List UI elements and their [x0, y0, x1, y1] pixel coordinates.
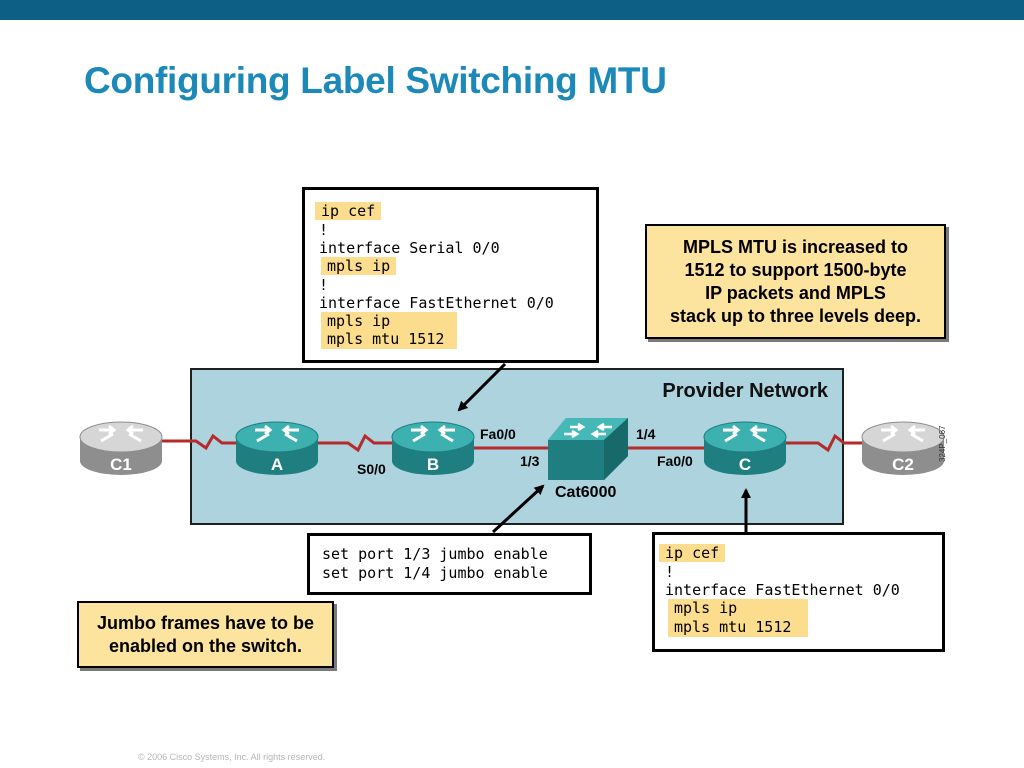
router-c-label: C [738, 455, 752, 474]
note-mpls-mtu: MPLS MTU is increased to 1512 to support… [645, 224, 946, 339]
config-b-line-6: interface FastEthernet 0/0 [319, 294, 554, 312]
config-b-line-4: mpls ip [321, 257, 397, 275]
link-a-b [318, 433, 394, 453]
port-label-switch-14: 1/4 [636, 426, 656, 442]
config-box-router-b: ip cef ! interface Serial 0/0 mpls ip ! … [302, 187, 599, 363]
config-c-line-3: interface FastEthernet 0/0 [665, 581, 900, 599]
arrow-config-switch [491, 484, 545, 534]
switch-label: Cat6000 [555, 484, 617, 501]
config-b-line-2: ! [319, 221, 329, 239]
config-b-line-5: ! [319, 276, 329, 294]
port-label-c-fa00: Fa0/0 [657, 453, 693, 469]
note-jumbo-frames: Jumbo frames have to be enabled on the s… [77, 601, 334, 668]
header-bar [0, 0, 1024, 20]
config-switch-line-2: set port 1/4 jumbo enable [322, 564, 548, 582]
switch-cat6000-icon [548, 418, 628, 480]
config-box-router-c: ip cef ! interface FastEthernet 0/0 mpls… [652, 532, 945, 652]
router-a-label: A [270, 455, 284, 474]
config-c-line-2: ! [665, 563, 675, 581]
link-c1-a [162, 433, 240, 451]
router-b-icon [391, 421, 475, 475]
port-label-switch-13: 1/3 [520, 453, 540, 469]
router-a-icon [235, 421, 319, 475]
router-c2-label: C2 [892, 455, 914, 474]
config-b-line-8: mpls mtu 1512 [321, 330, 457, 349]
figure-id: 324P_067 [938, 425, 947, 462]
note-jumbo-line-2: enabled on the switch. [108, 636, 303, 656]
config-c-line-1: ip cef [659, 544, 726, 562]
config-b-line-1: ip cef [315, 202, 382, 220]
note-jumbo-line-1: Jumbo frames have to be [96, 613, 315, 633]
router-c2-icon [861, 421, 945, 475]
config-b-line-3: interface Serial 0/0 [319, 239, 500, 257]
note-mtu-line-3: IP packets and MPLS [705, 283, 886, 303]
router-c-icon [703, 421, 787, 475]
config-box-switch: set port 1/3 jumbo enable set port 1/4 j… [307, 533, 592, 595]
config-c-line-4: mpls ip [668, 599, 808, 618]
port-label-b-fa00: Fa0/0 [480, 426, 516, 442]
config-switch-line-1: set port 1/3 jumbo enable [322, 545, 548, 563]
arrow-config-b [457, 362, 507, 412]
slide-title: Configuring Label Switching MTU [84, 60, 667, 101]
router-c1-icon [79, 421, 163, 475]
note-mtu-line-4: stack up to three levels deep. [669, 306, 922, 326]
port-label-b-s00: S0/0 [357, 461, 386, 477]
router-b-label: B [426, 455, 440, 474]
link-c-c2 [786, 433, 866, 453]
note-mtu-line-1: MPLS MTU is increased to [682, 237, 909, 257]
config-c-line-5: mpls mtu 1512 [668, 618, 808, 637]
copyright-footer: © 2006 Cisco Systems, Inc. All rights re… [138, 752, 326, 762]
router-c1-label: C1 [110, 455, 132, 474]
provider-network-label: Provider Network [662, 380, 828, 402]
config-b-line-7: mpls ip [321, 312, 457, 331]
note-mtu-line-2: 1512 to support 1500-byte [684, 260, 907, 280]
